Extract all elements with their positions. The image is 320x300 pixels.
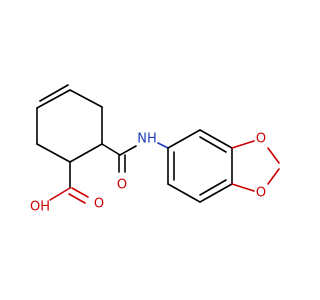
- bond-c-o: [231, 183, 255, 192]
- double-bond-inner: [39, 84, 69, 102]
- bond-o-ch2: [267, 147, 280, 164]
- bond: [101, 143, 121, 156]
- amide-nitrogen-label: NH: [137, 132, 157, 147]
- bond: [36, 89, 71, 109]
- dioxole-oxygen-bottom-label: O: [256, 186, 266, 201]
- benzene-ring: [167, 129, 233, 203]
- carboxyl-oxygen-label: O: [94, 197, 104, 212]
- bond: [167, 129, 201, 149]
- bond-c-oh: [49, 187, 71, 201]
- dioxole-oxygen-top-label: O: [256, 132, 266, 147]
- aromatic-inner-bond: [199, 136, 227, 153]
- bond: [69, 143, 103, 163]
- bond: [36, 143, 71, 163]
- bond-n-c: [157, 142, 169, 149]
- bond: [167, 183, 201, 203]
- dioxole-ring: [231, 140, 280, 192]
- carboxylic-acid-group: [49, 161, 89, 204]
- double-bond-c-o: [71, 187, 89, 198]
- bond: [69, 89, 103, 108]
- bond-o-ch2: [267, 168, 280, 185]
- double-bond-c-o: [68, 193, 86, 204]
- bond-c-o: [231, 140, 255, 149]
- bond-c-n: [119, 145, 137, 156]
- hydroxyl-label: OH: [30, 200, 50, 215]
- amide-group: [101, 142, 169, 173]
- cyclohexene-ring: [36, 84, 103, 163]
- bond: [199, 183, 233, 203]
- molecule-canvas: OH O O NH O O: [30, 84, 280, 215]
- molecule-structure: OH O O NH O O: [30, 84, 280, 215]
- amide-oxygen-label: O: [117, 178, 127, 193]
- aromatic-inner-bond: [199, 179, 227, 196]
- bond: [199, 129, 233, 149]
